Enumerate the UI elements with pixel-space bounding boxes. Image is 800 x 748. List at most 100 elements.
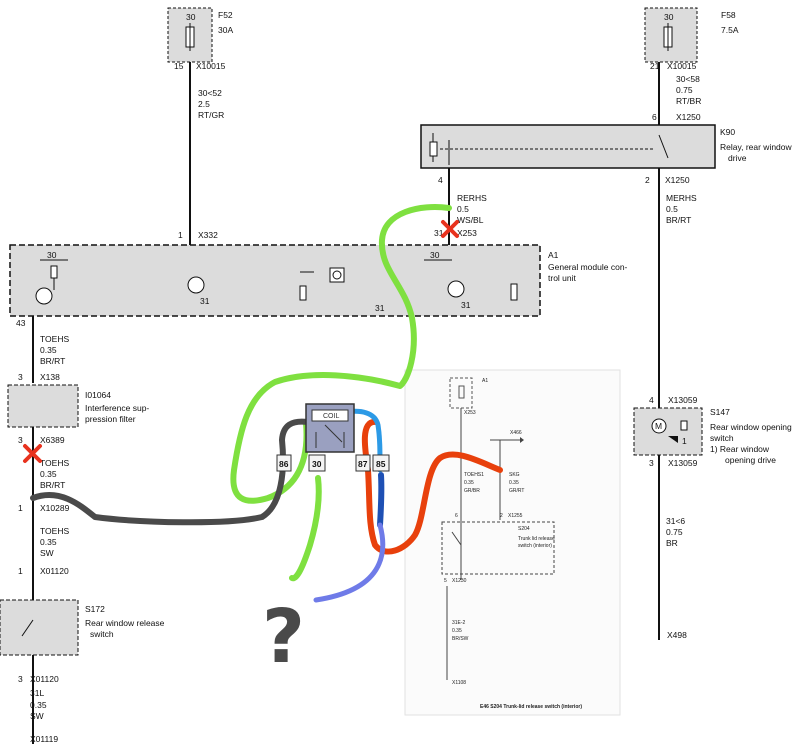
w-31-l3: BR (666, 538, 678, 548)
w-31l-l3: SW (30, 711, 44, 721)
inset-x466: X466 (510, 430, 522, 436)
w-toehs1-l3: BR/RT (40, 356, 65, 366)
w-toehs3-l1: TOEHS (40, 526, 69, 536)
k90-title1: Relay, rear window (720, 142, 793, 152)
relay-coil-box (311, 409, 349, 422)
filter-id: I01064 (85, 390, 111, 400)
inset-caption: E46 S204 Trunk-lid release switch (inter… (480, 704, 582, 710)
w-f58-l2: 0.75 (676, 85, 693, 95)
a1-g31a: 31 (200, 296, 210, 306)
a1-g30a: 30 (47, 250, 57, 260)
w-toehs2-l1: TOEHS (40, 458, 69, 468)
filter-pin-bot: 3 (18, 435, 23, 445)
inset-x1255: X1255 (508, 513, 523, 519)
filter-title2: pression filter (85, 414, 136, 424)
w-toehs1-l1: TOEHS (40, 334, 69, 344)
a1-transistor2-icon (187, 276, 205, 294)
a1-pin-r: 31 (434, 228, 444, 238)
filter-conn-bot: X6389 (40, 435, 65, 445)
x-mark-icon (23, 444, 42, 463)
fuse-f58: 30 F58 7.5A 21 X10015 (644, 7, 739, 71)
x01120-label: X01120 (40, 566, 69, 576)
inset-w1c: GR/BR (464, 488, 480, 494)
inset-w1b: 0.35 (464, 480, 474, 486)
a1-g31c: 31 (461, 300, 471, 310)
fuse-f52-pin: 15 (174, 61, 184, 71)
filter-title1: Interference sup- (85, 403, 149, 413)
k90-pin-l: 4 (438, 175, 443, 185)
w-f52-l3: RT/GR (198, 110, 224, 120)
a1-pin-top: 1 (178, 230, 183, 240)
s147-motor-icon (651, 418, 667, 434)
connector-labels: 1 X10289 1 X01120 X01119 X498 (18, 503, 687, 744)
fuse-f58-pin: 21 (650, 61, 660, 71)
inset-x253: X253 (464, 410, 476, 416)
s147-id: S147 (710, 407, 730, 417)
s147-title1: Rear window opening (710, 422, 792, 432)
w-f52-l1: 30<52 (198, 88, 222, 98)
inset-s204-box (441, 521, 555, 575)
s147-title2: switch (710, 433, 734, 443)
inset-w3a: 31E-2 (452, 620, 466, 626)
gray-wire (30, 418, 311, 526)
fuse-f52-id: F52 (218, 10, 233, 20)
w-toehs2-l3: BR/RT (40, 480, 65, 490)
inset-p6: 6 (455, 513, 458, 519)
inset-s204-switch (451, 531, 462, 546)
w-toehs1-l2: 0.35 (40, 345, 57, 355)
w-toehs3-l2: 0.35 (40, 537, 57, 547)
s147-pin-bot: 3 (649, 458, 654, 468)
relay-k90: 6 X1250 K90 Relay, rear window drive 4 2… (420, 112, 793, 185)
w-f58-l3: RT/BR (676, 96, 701, 106)
s172-conn-bot: X01120 (30, 674, 59, 684)
a1-pin-bl: 43 (16, 318, 26, 328)
s172-title2: switch (90, 629, 114, 639)
k90-coil-icon (429, 141, 438, 157)
s147-title3: 1) Rear window (710, 444, 770, 454)
fuse-f58-amps: 7.5A (721, 25, 739, 35)
switch-s147: 4 X13059 M 1 S147 Rear window opening sw… (633, 395, 792, 468)
inset-w2c: GR/RT (509, 488, 524, 494)
relay-coil-label: COIL (323, 413, 339, 420)
a1-transistor3-icon (447, 280, 465, 298)
inset-s204: S204 (518, 526, 530, 532)
a1-transistor1-icon (35, 287, 53, 305)
relay-pin-85 (372, 454, 390, 472)
w-31-l2: 0.75 (666, 527, 683, 537)
relay-p86-label: 86 (279, 459, 289, 469)
a1-g30b: 30 (430, 250, 440, 260)
x10289-label: X10289 (40, 503, 70, 513)
inset-fuse-icon (458, 385, 465, 399)
light-blue-wire (344, 408, 383, 473)
k90-switch-contact (658, 134, 669, 159)
inset-x1108: X1108 (452, 680, 466, 686)
fuse-f52-amps: 30A (218, 25, 233, 35)
a1-conn-r: X253 (457, 228, 477, 238)
fuse-f52-pin-top: 30 (186, 12, 196, 22)
inset-paper (404, 369, 621, 716)
a1-conn-top: X332 (198, 230, 218, 240)
fuse-f58-id: F58 (721, 10, 736, 20)
x01119-label: X01119 (30, 734, 58, 744)
wire-labels: 30<52 2.5 RT/GR 30<58 0.75 RT/BR RERHS 0… (30, 74, 701, 721)
inset-a1-label: A1 (482, 378, 488, 384)
relay-pin-86 (276, 454, 292, 472)
k90-conn-top: X1250 (676, 112, 701, 122)
inset-s204d1: Trunk lid release (518, 536, 555, 542)
filter-conn-top: X138 (40, 372, 60, 382)
inset-p2: 2 (500, 513, 503, 519)
s172-switch-contact (21, 619, 34, 637)
a1-title1: General module con- (548, 262, 628, 272)
inset-s204d2: switch (interior) (518, 543, 552, 549)
slate-blue-wire (313, 522, 386, 603)
relay-p87-label: 87 (358, 459, 368, 469)
s172-title1: Rear window release (85, 618, 165, 628)
added-relay: COIL 86 30 87 85 (276, 403, 390, 472)
inset-w1a: TOEHS1 (464, 472, 484, 478)
s147-title4: opening drive (725, 455, 776, 465)
x01120-pin: 1 (18, 566, 23, 576)
w-f58-l1: 30<58 (676, 74, 700, 84)
relay-contact (324, 424, 343, 443)
w-merhs-l1: MERHS (666, 193, 697, 203)
fuse-f52-conn: X10015 (196, 61, 226, 71)
